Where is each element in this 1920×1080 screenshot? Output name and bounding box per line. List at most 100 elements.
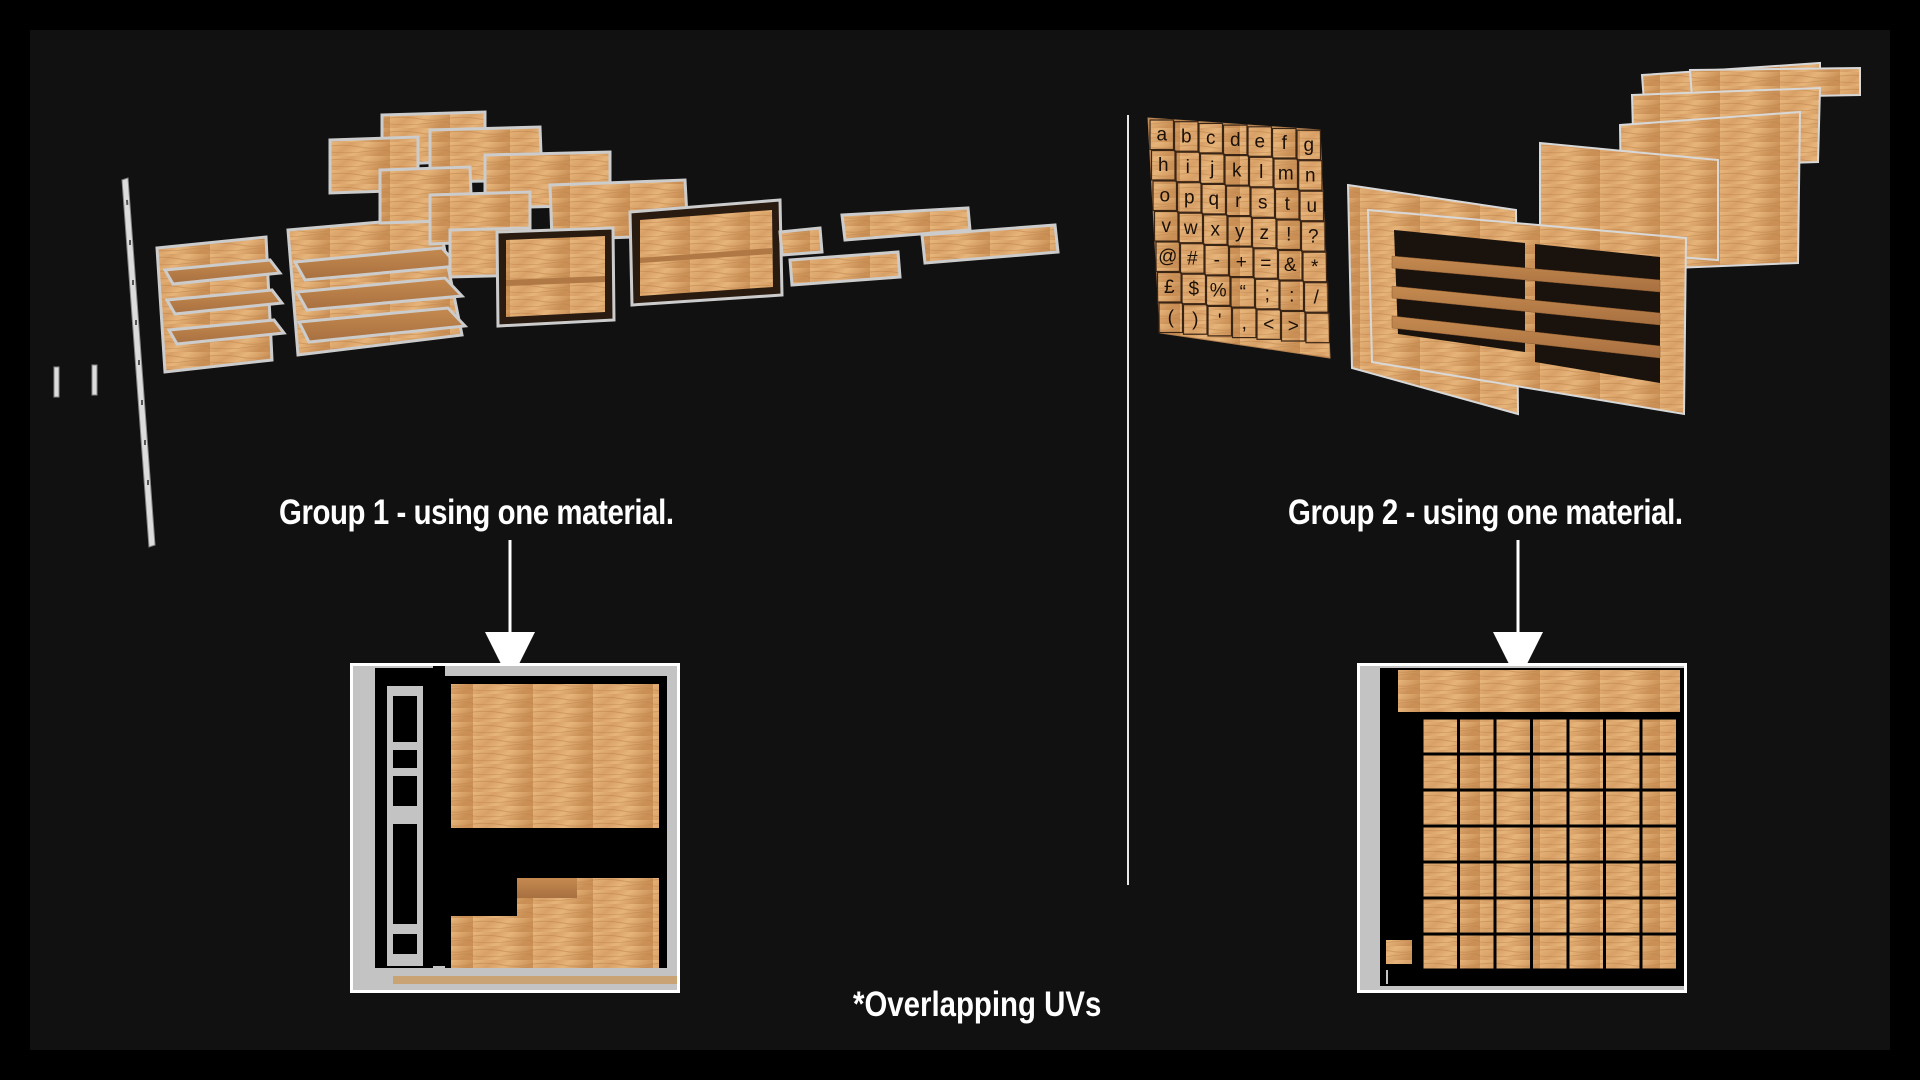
letter-tile [1222, 124, 1248, 156]
letter-tile [1176, 182, 1202, 213]
letter-tile-glyph: ! [1286, 225, 1291, 246]
letter-tile-glyph: d [1230, 130, 1241, 151]
letter-tile [1297, 160, 1323, 191]
letter-tile [1302, 251, 1328, 283]
uv-tile [1569, 827, 1603, 861]
uv-tile [1460, 935, 1494, 969]
uv-tile [1569, 935, 1603, 969]
letter-tile-glyph: < [1263, 315, 1274, 336]
uv-tile [1496, 791, 1530, 825]
letter-tile [1152, 180, 1178, 212]
uv-tile [1460, 827, 1494, 861]
letter-tile [1225, 185, 1251, 217]
uv-tile [1460, 755, 1494, 789]
uv-tile [1423, 791, 1457, 825]
uv-grid [1423, 719, 1676, 969]
letter-tile [1181, 273, 1207, 305]
letter-tile [1300, 221, 1326, 252]
letter-tile [1251, 217, 1277, 249]
letter-tile-glyph: g [1303, 135, 1314, 156]
uv-tile [1496, 755, 1530, 789]
letter-tile-glyph: h [1158, 155, 1169, 176]
letter-tile-glyph: b [1181, 126, 1192, 147]
letter-tile-glyph: ' [1218, 311, 1222, 332]
letter-tile [1153, 210, 1179, 242]
uv-tile [1423, 899, 1457, 933]
letter-tile [1296, 129, 1322, 161]
letter-tile [1271, 127, 1297, 159]
letter-tile [1279, 280, 1305, 312]
letter-tile-glyph: , [1242, 313, 1247, 334]
letter-tile-glyph: v [1162, 216, 1172, 237]
letter-tile [1247, 126, 1273, 157]
letter-tile-glyph: £ [1164, 277, 1175, 298]
letter-tile-glyph: q [1208, 189, 1219, 210]
uv-tile [1423, 719, 1457, 753]
uv-tile [1606, 935, 1640, 969]
letter-tile-glyph: n [1305, 165, 1316, 186]
letter-tile [1156, 271, 1182, 303]
uv-tile [1533, 863, 1567, 897]
letter-tile-glyph: : [1289, 286, 1294, 307]
letter-tile [1276, 219, 1302, 251]
uv-tile [1460, 719, 1494, 753]
letter-tile-glyph: ( [1168, 308, 1175, 329]
letter-tile [1178, 212, 1204, 244]
divider-line [1127, 115, 1129, 885]
wall-rail [53, 177, 156, 548]
uv-tile [1642, 791, 1676, 825]
letter-tile-glyph: / [1314, 287, 1320, 308]
letter-tile-glyph: f [1282, 133, 1288, 154]
letter-tile-glyph: * [1311, 257, 1319, 278]
uv-tile [1606, 899, 1640, 933]
uv-tile [1460, 863, 1494, 897]
uv-tile [1642, 755, 1676, 789]
uv-tile [1496, 863, 1530, 897]
uv-tile [1606, 755, 1640, 789]
letter-tile [1274, 188, 1300, 220]
letter-tile-glyph: ? [1308, 226, 1319, 247]
letter-tile [1224, 154, 1250, 186]
letter-tile-glyph: r [1235, 191, 1242, 212]
letter-tile [1250, 187, 1276, 218]
letter-tile [1254, 278, 1280, 310]
uv-tile [1606, 791, 1640, 825]
letter-tile-glyph: o [1159, 186, 1170, 207]
letter-tile [1248, 156, 1274, 188]
footnote-overlapping-uvs: *Overlapping UVs [853, 985, 1102, 1024]
letter-tile-glyph: c [1206, 128, 1216, 149]
uv-tile [1569, 863, 1603, 897]
letter-tile [1202, 214, 1228, 245]
uv-tile [1569, 719, 1603, 753]
open-cube-left [495, 226, 616, 328]
letter-tile-glyph: & [1284, 255, 1297, 276]
letter-tile-glyph: y [1235, 221, 1245, 242]
letter-tile [1303, 282, 1329, 313]
letter-tile-glyph: “ [1240, 282, 1246, 303]
letter-tile-glyph: z [1260, 223, 1270, 244]
pallet-frame [1366, 208, 1688, 416]
letter-tile [1227, 216, 1253, 247]
uv-tile [1460, 899, 1494, 933]
uv-tile [1533, 755, 1567, 789]
letter-tile [1204, 244, 1230, 276]
uv-map-group2 [1357, 663, 1687, 993]
arrow-down-icon [485, 540, 535, 682]
letter-tile [1149, 119, 1175, 151]
uv-tile [1423, 827, 1457, 861]
letter-tile [1277, 249, 1303, 281]
shelf-stack-small [155, 235, 287, 374]
letter-tile-glyph: x [1211, 220, 1221, 241]
uv-tile [1606, 827, 1640, 861]
uv-tile [1533, 719, 1567, 753]
letter-tile-glyph: k [1232, 160, 1242, 181]
letter-tile [1299, 190, 1325, 222]
letter-tile-glyph: s [1258, 193, 1268, 214]
uv-tile [1460, 791, 1494, 825]
uv-tile [1496, 827, 1530, 861]
letter-tile [1173, 121, 1199, 152]
letter-tile [1199, 153, 1225, 185]
uv-tile [1533, 935, 1567, 969]
